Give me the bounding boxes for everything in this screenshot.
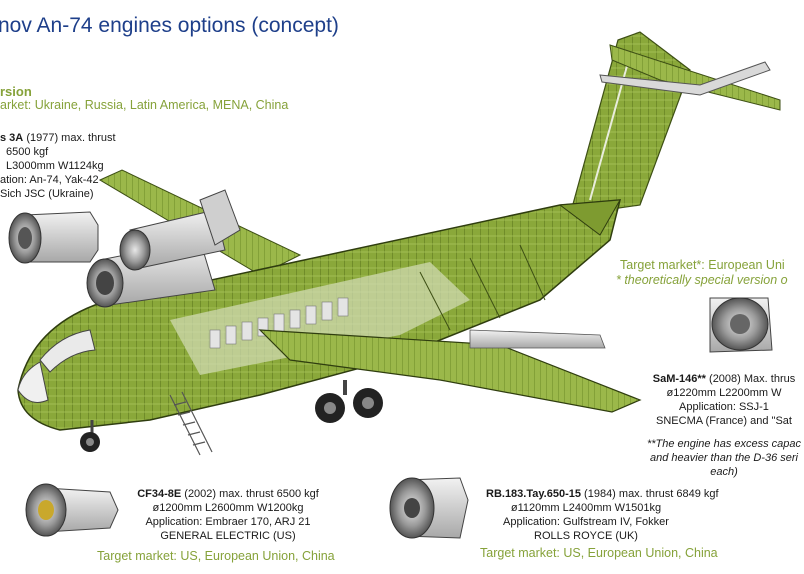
sam146-line-4: SNECMA (France) and "Sat: [656, 415, 792, 427]
rb183-line-2: ø1120mm L2400mm W1501kg: [510, 502, 662, 514]
horizontal-stabilizer: [599, 44, 781, 111]
special-version-market: Target market*: European Uni: [620, 258, 785, 272]
right-wing: [258, 329, 642, 413]
sam146-name: SaM-146**: [652, 373, 706, 385]
sam146-line-2: ø1220mm L2200mm W: [666, 387, 782, 399]
sam146-line-3: Application: SSJ-1: [679, 401, 769, 413]
sam146-footnote-2: and heavier than the D-36 seri: [650, 452, 798, 464]
cf34-line-4: GENERAL ELECTRIC (US): [160, 530, 296, 542]
page-title: nov An-74 engines options (concept): [0, 14, 339, 37]
aircraft-engines: [86, 189, 241, 308]
rb183-name: RB.183.Tay.650-15: [486, 488, 581, 500]
d36-engine-image: [8, 211, 99, 264]
cf34-line-3: Application: Embraer 170, ARJ 21: [145, 516, 311, 528]
d36-line-3: L3000mm W1124kg: [6, 160, 104, 172]
cf34-line-2: ø1200mm L2600mm W1200kg: [152, 502, 304, 514]
sam146-footnote: **The engine has excess capac and heavie…: [644, 437, 804, 479]
landing-gear: [80, 380, 383, 452]
rb183-spec-block: RB.183.Tay.650-15 (1984) max. thrust 684…: [486, 487, 719, 543]
cf34-engine-image: [25, 483, 119, 537]
version-heading: rsion: [0, 84, 32, 99]
version-market: arket: Ukraine, Russia, Latin America, M…: [0, 98, 289, 112]
cf34-spec-block: CF34-8E (2002) max. thrust 6500 kgf ø120…: [128, 487, 328, 543]
cf34-line-1: (2002) max. thrust 6500 kgf: [184, 488, 319, 500]
sam146-footnote-3: each): [710, 466, 738, 478]
sam146-footnote-1: **The engine has excess capac: [646, 438, 802, 450]
d36-spec-block: s 3A (1977) max. thrust 6500 kgf L3000mm…: [0, 131, 116, 201]
cf34-name: CF34-8E: [137, 488, 182, 500]
rb183-engine-image: [389, 477, 469, 539]
sam146-line-1: (2008) Max. thrus: [709, 373, 796, 385]
d36-line-5: Sich JSC (Ukraine): [0, 188, 94, 200]
fuselage: [17, 199, 621, 431]
d36-name: s 3A: [0, 132, 24, 144]
rb183-line-3: Application: Gulfstream IV, Fokker: [503, 516, 669, 528]
sam146-engine-image: [709, 297, 773, 353]
rb183-market: Target market: US, European Union, China: [480, 546, 718, 560]
an74-cutaway-illustration: [8, 31, 781, 539]
special-version-note: * theoretically special version o: [616, 273, 788, 287]
cf34-market: Target market: US, European Union, China: [97, 549, 335, 563]
sam146-spec-block: SaM-146** (2008) Max. thrus ø1220mm L220…: [644, 372, 804, 428]
d36-line-1: (1977) max. thrust: [26, 132, 116, 144]
d36-line-2: 6500 kgf: [6, 146, 49, 158]
d36-line-4: ation: An-74, Yak-42: [0, 174, 99, 186]
rb183-line-4: ROLLS ROYCE (UK): [534, 530, 638, 542]
airstairs: [169, 391, 213, 456]
rb183-line-1: (1984) max. thrust 6849 kgf: [584, 488, 719, 500]
